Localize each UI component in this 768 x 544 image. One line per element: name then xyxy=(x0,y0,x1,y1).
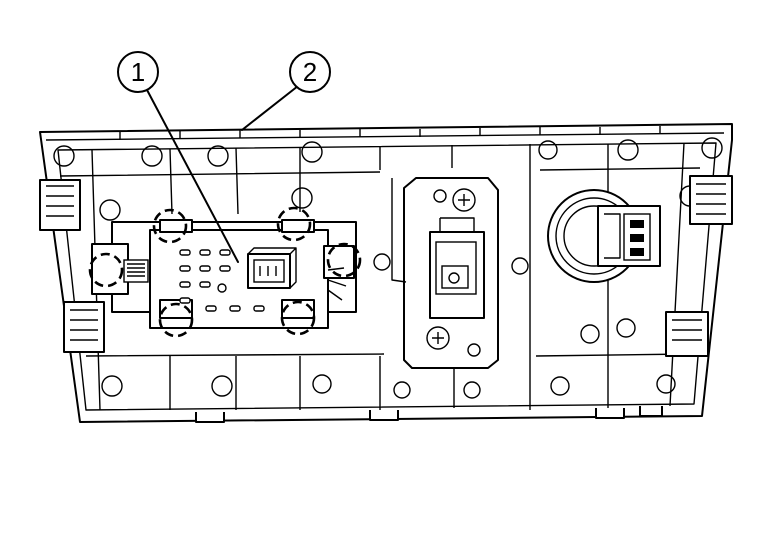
leader-lines xyxy=(145,85,299,263)
callout-label-2: 2 xyxy=(303,57,317,87)
callout-label-1: 1 xyxy=(131,57,145,87)
center-connector-bracket xyxy=(391,177,499,369)
retaining-clip-locations xyxy=(88,206,362,338)
housing-panel xyxy=(39,123,733,423)
callout-1: 1 xyxy=(117,51,159,93)
round-socket-connector xyxy=(547,189,661,283)
side-latches xyxy=(39,175,733,357)
callout-2: 2 xyxy=(289,51,331,93)
circuit-board-module xyxy=(91,219,357,329)
